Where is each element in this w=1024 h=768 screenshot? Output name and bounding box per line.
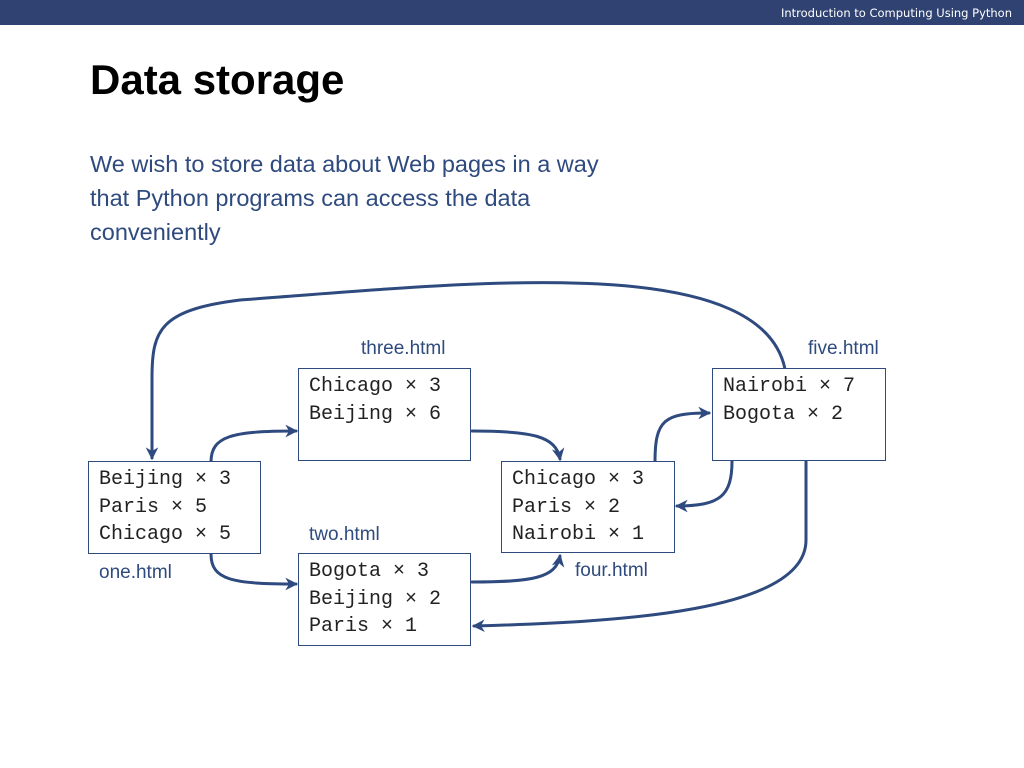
page-label-two: two.html [309, 524, 380, 545]
page-label-three: three.html [361, 338, 446, 359]
page-box-five: Nairobi × 7 Bogota × 2 [712, 368, 886, 461]
link-two-to-four [470, 554, 565, 584]
link-one-to-two [209, 552, 298, 591]
link-four-to-five [653, 406, 711, 464]
header-bar: Introduction to Computing Using Python [0, 0, 1024, 25]
word-count-line: Chicago × 3 [512, 468, 645, 491]
page-box-one: Beijing × 3 Paris × 5 Chicago × 5 [88, 461, 261, 554]
course-title: Introduction to Computing Using Python [780, 6, 1012, 20]
page-box-two: Bogota × 3 Beijing × 2 Paris × 1 [298, 553, 471, 646]
word-count-line: Paris × 1 [309, 615, 418, 638]
link-three-to-four [470, 429, 565, 461]
word-count-line: Beijing × 2 [309, 587, 442, 611]
link-five-to-one [145, 281, 787, 460]
link-five-to-four [675, 459, 734, 513]
word-count-line: Nairobi × 1 [512, 523, 645, 546]
word-count-line: Bogota × 3 [309, 560, 430, 583]
word-count-line: Beijing × 6 [309, 402, 442, 426]
link-one-to-three [209, 424, 298, 464]
word-count-line: Paris × 5 [99, 495, 208, 519]
word-count-line: Nairobi × 7 [723, 375, 856, 398]
page-box-three: Chicago × 3 Beijing × 6 [298, 368, 471, 461]
page-label-four: four.html [575, 560, 648, 581]
word-count-line: Beijing × 3 [99, 468, 232, 491]
word-count-line: Chicago × 3 [309, 375, 442, 398]
word-count-line: Paris × 2 [512, 495, 621, 519]
page-label-five: five.html [808, 338, 879, 359]
word-count-line: Chicago × 5 [99, 523, 232, 546]
slide-title: Data storage [90, 56, 345, 103]
page-box-four: Chicago × 3 Paris × 2 Nairobi × 1 [501, 461, 675, 553]
word-count-line: Bogota × 2 [723, 402, 844, 426]
link-five-to-two [472, 459, 808, 633]
intro-text: We wish to store data about Web pages in… [90, 151, 599, 245]
page-label-one: one.html [99, 562, 172, 583]
